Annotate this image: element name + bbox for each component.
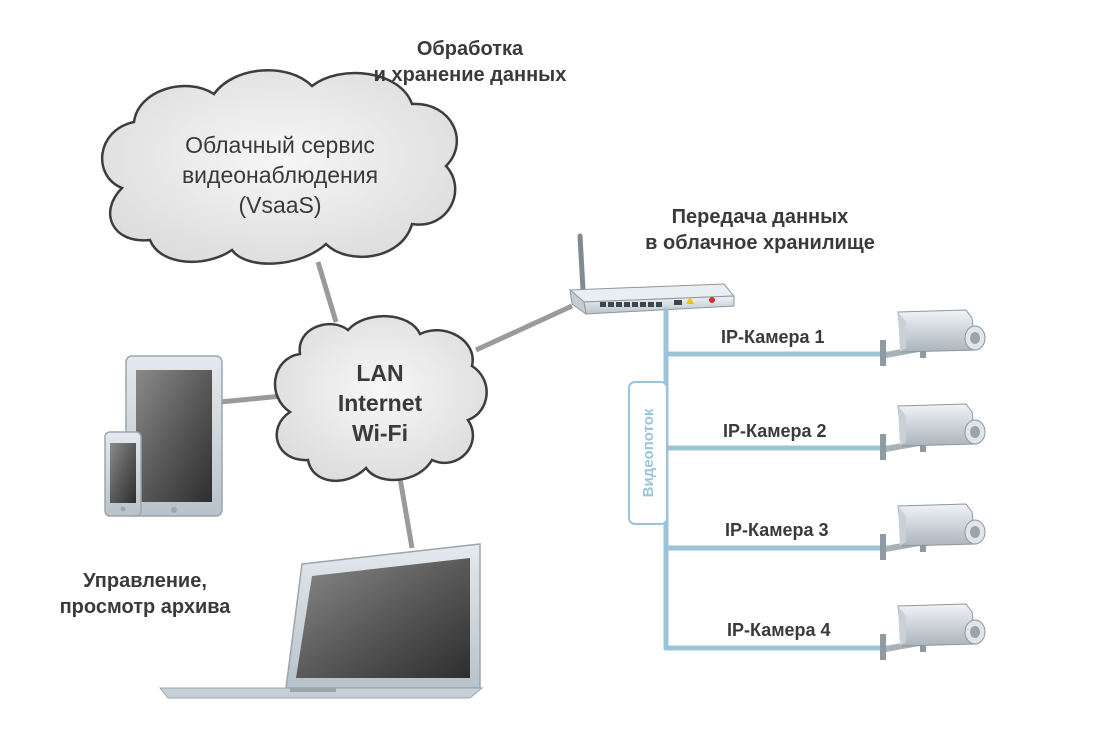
clients-caption-line1: Управление,	[83, 570, 207, 592]
cloud-caption-line1: Обработка	[416, 38, 524, 60]
cloud-service-name: Облачный сервис видеонаблюдения (VsaaS)	[150, 130, 410, 220]
cloud-service-name-line1: Облачный сервис	[185, 132, 375, 158]
network-line1: LAN	[356, 360, 404, 386]
cloud-caption: Обработка и хранение данных	[330, 36, 610, 88]
laptop-icon	[158, 543, 484, 699]
camera-label-4: IP-Камера 4	[727, 620, 831, 640]
video-stream-tab	[628, 381, 668, 525]
connector-lines	[219, 261, 574, 549]
cloud-caption-line2: и хранение данных	[373, 64, 567, 86]
router-caption: Передача данных в облачное хранилище	[600, 204, 920, 256]
camera-icon	[880, 309, 986, 366]
network-line2: Internet	[337, 390, 423, 416]
network-line3: Wi-Fi	[352, 420, 408, 446]
router-icon	[568, 233, 736, 316]
connector-tablet-network	[219, 393, 283, 405]
router-caption-line1: Передача данных	[671, 206, 849, 228]
camera-icon	[880, 503, 986, 560]
network-cloud-shape	[273, 315, 488, 482]
video-stream-label: Видеопоток	[640, 408, 657, 498]
connector-laptop-network	[397, 477, 415, 549]
camera-label-3: IP-Камера 3	[725, 520, 829, 540]
camera-icon	[880, 603, 986, 660]
clients-caption-line2: просмотр архива	[59, 596, 231, 618]
cloud-service-name-line2: видеонаблюдения	[181, 162, 379, 188]
camera-bus	[663, 307, 891, 651]
connector-cloud-network	[315, 261, 339, 323]
camera-label-2: IP-Камера 2	[723, 421, 827, 441]
camera-label-1: IP-Камера 1	[721, 327, 825, 347]
phone-icon	[104, 431, 142, 517]
camera-icon	[880, 403, 986, 460]
router-caption-line2: в облачное хранилище	[645, 232, 875, 254]
tablet-icon	[125, 355, 223, 517]
cloud-service-shape	[100, 69, 458, 265]
connector-network-router	[474, 303, 574, 353]
cloud-service-name-line3: (VsaaS)	[238, 192, 322, 218]
clients-caption: Управление, просмотр архива	[20, 568, 270, 620]
network-label: LAN Internet Wi-Fi	[310, 358, 450, 448]
